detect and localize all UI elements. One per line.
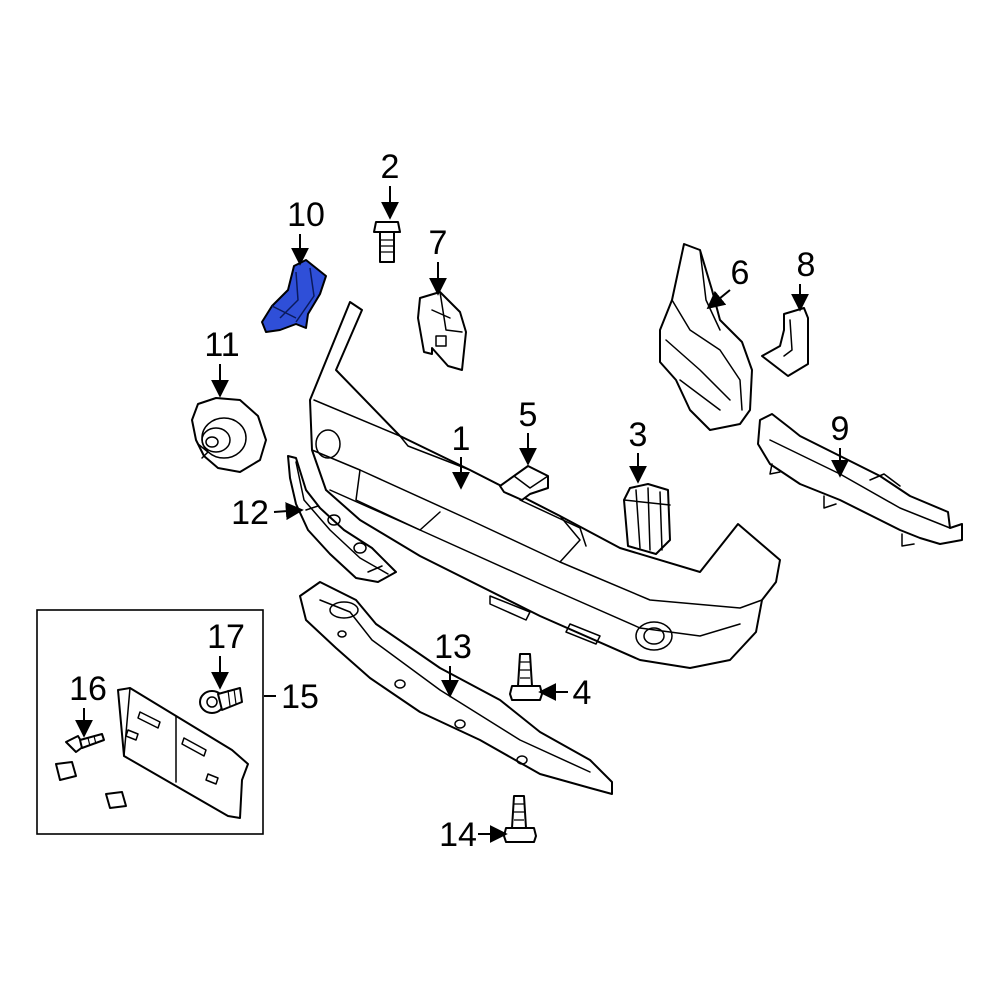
- part-2-bolt[interactable]: [373, 221, 401, 263]
- svg-text:12: 12: [231, 494, 269, 532]
- svg-text:17: 17: [207, 618, 245, 656]
- part-6-side-bracket[interactable]: [659, 243, 753, 431]
- callout-17: 17: [207, 618, 245, 690]
- svg-text:3: 3: [629, 416, 648, 454]
- svg-text:9: 9: [831, 410, 850, 448]
- svg-text:2: 2: [381, 148, 400, 186]
- svg-text:16: 16: [69, 670, 107, 708]
- part-10-bracket-highlighted[interactable]: [261, 259, 327, 333]
- part-8-small-bracket[interactable]: [761, 307, 809, 377]
- part-5-clip[interactable]: [499, 465, 549, 501]
- svg-text:10: 10: [287, 196, 325, 234]
- callout-14: 14: [439, 816, 508, 854]
- callout-8: 8: [791, 246, 816, 312]
- svg-text:4: 4: [573, 674, 592, 712]
- svg-text:11: 11: [204, 326, 239, 364]
- part-17-grommet[interactable]: [199, 687, 243, 714]
- part-9-reinforcement[interactable]: [757, 413, 963, 547]
- part-16-clip-b[interactable]: [105, 791, 127, 809]
- svg-text:5: 5: [519, 396, 538, 434]
- callout-13: 13: [434, 628, 472, 698]
- svg-text:14: 14: [439, 816, 477, 854]
- callout-10: 10: [287, 196, 325, 266]
- callout-3: 3: [629, 416, 648, 484]
- callout-2: 2: [381, 148, 400, 220]
- callout-5: 5: [519, 396, 538, 466]
- callout-4: 4: [538, 674, 592, 712]
- part-14-push-pin[interactable]: [503, 795, 537, 843]
- callout-11: 11: [204, 326, 240, 398]
- svg-text:1: 1: [452, 420, 471, 458]
- callout-6: 6: [706, 254, 750, 310]
- part-16-clip-a[interactable]: [55, 761, 77, 781]
- callout-16: 16: [69, 670, 107, 738]
- callout-9: 9: [831, 410, 850, 478]
- part-15-license-bracket[interactable]: [117, 687, 249, 819]
- part-4-push-pin[interactable]: [509, 653, 543, 701]
- svg-text:6: 6: [731, 254, 750, 292]
- callout-15: 15: [264, 678, 319, 716]
- part-7-bracket[interactable]: [417, 291, 467, 371]
- part-15-group-box: [36, 609, 264, 835]
- svg-text:15: 15: [281, 678, 319, 716]
- callout-1: 1: [452, 420, 471, 490]
- part-3-bracket[interactable]: [623, 483, 671, 555]
- callout-12: 12: [231, 494, 304, 532]
- part-16-screw[interactable]: [65, 733, 105, 753]
- part-11-fog-lamp[interactable]: [191, 397, 267, 473]
- svg-text:7: 7: [429, 224, 448, 262]
- svg-text:8: 8: [797, 246, 816, 284]
- callout-7: 7: [429, 224, 448, 296]
- svg-text:13: 13: [434, 628, 472, 666]
